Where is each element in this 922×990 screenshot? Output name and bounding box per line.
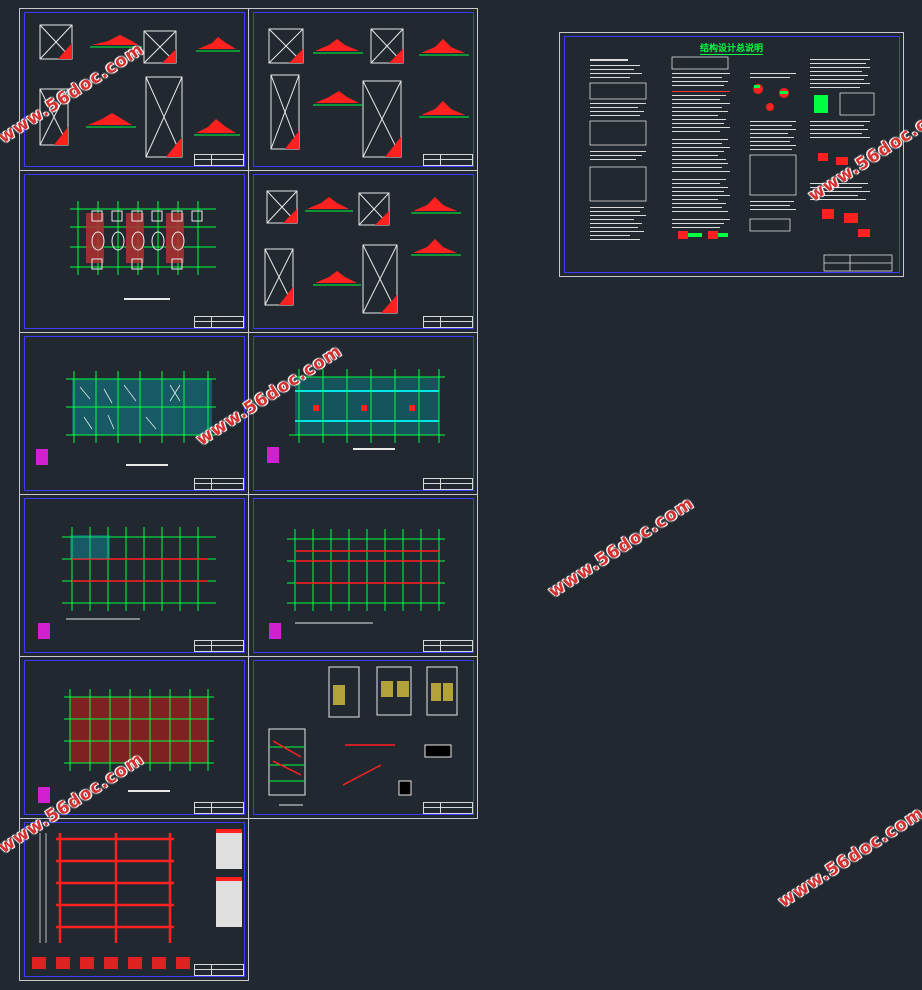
sheet-frame: [24, 336, 245, 491]
title-block: [194, 640, 244, 652]
sheet-slab-plan-2[interactable]: [248, 332, 478, 495]
title-block: [194, 964, 244, 976]
sheet-frame: [253, 174, 474, 329]
sheet-frame: [564, 36, 900, 273]
sheet-stair-details[interactable]: [248, 656, 478, 819]
sheet-frame: [24, 12, 245, 167]
sheet-frame: [24, 660, 245, 815]
title-block: [194, 802, 244, 814]
beam-plan-drawing: [269, 529, 445, 639]
foundation-plan-drawing: [70, 201, 216, 300]
slab-plan-drawing: [36, 371, 216, 466]
title-block: [423, 478, 473, 490]
sheet-foundation-details-3[interactable]: [248, 170, 478, 333]
sheet-beam-plan-2[interactable]: [248, 494, 478, 657]
sheet-frame-elevation[interactable]: [19, 818, 249, 981]
title-block: [423, 154, 473, 166]
notes-text-columns: [589, 56, 893, 272]
title-block: [423, 802, 473, 814]
foundation-details-drawing: [39, 24, 240, 158]
roof-plan-drawing: [38, 689, 214, 803]
sheet-frame: [24, 174, 245, 329]
watermark-text: www.56doc.com: [775, 803, 922, 912]
title-block: [194, 316, 244, 328]
title-block: [194, 154, 244, 166]
sheet-beam-plan-1[interactable]: [19, 494, 249, 657]
sheet-structure-design-notes[interactable]: 结构设计总说明: [559, 32, 904, 277]
watermark-text: www.56doc.com: [545, 493, 698, 602]
beam-plan-drawing: [38, 527, 216, 639]
sheet-frame: [253, 336, 474, 491]
foundation-details-drawing: [264, 190, 461, 314]
sheet-foundation-details-1[interactable]: [19, 8, 249, 171]
sheet-frame: [24, 498, 245, 653]
title-block: [423, 316, 473, 328]
sheet-foundation-plan[interactable]: [19, 170, 249, 333]
title-block: [423, 640, 473, 652]
sheet-roof-plan[interactable]: [19, 656, 249, 819]
foundation-details-drawing: [268, 28, 469, 158]
stair-details-drawing: [268, 666, 458, 806]
sheet-slab-plan-1[interactable]: [19, 332, 249, 495]
sheet-frame: [253, 660, 474, 815]
sheet-frame: [24, 822, 245, 977]
sheet-frame: [253, 12, 474, 167]
sheet-frame: [253, 498, 474, 653]
notes-sheet-title: 结构设计总说明: [700, 41, 764, 55]
frame-elevation-drawing: [32, 829, 242, 969]
title-block: [194, 478, 244, 490]
sheet-foundation-details-2[interactable]: [248, 8, 478, 171]
slab-plan-drawing: [267, 369, 445, 463]
